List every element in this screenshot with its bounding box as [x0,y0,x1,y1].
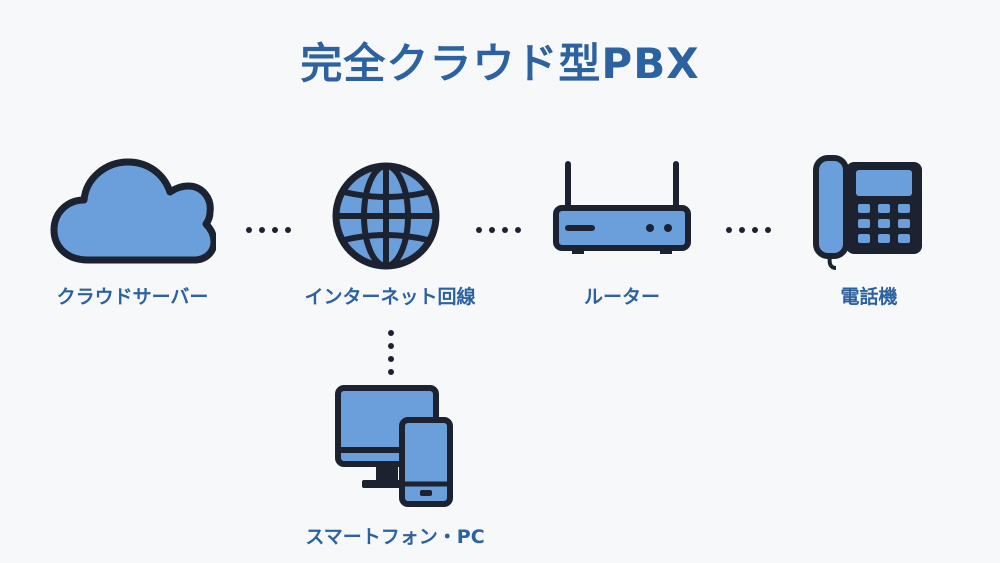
devices-label: スマートフォン・PC [305,526,485,548]
internet-label: インターネット回線 [304,286,476,308]
connector-dots [476,218,528,237]
connector-dots-vertical [388,330,401,382]
phone-label: 電話機 [840,286,898,308]
page-title: 完全クラウド型PBX [300,39,700,88]
router-label: ルーター [583,286,660,308]
globe-icon [330,160,442,276]
router-icon [552,160,692,264]
cloud-icon [48,150,218,272]
cloud-server-label: クラウドサーバー [56,286,209,308]
connector-dots [246,218,298,237]
desk-phone-icon [810,152,928,276]
connector-dots [726,218,778,237]
monitor-smartphone-icon [334,384,458,514]
